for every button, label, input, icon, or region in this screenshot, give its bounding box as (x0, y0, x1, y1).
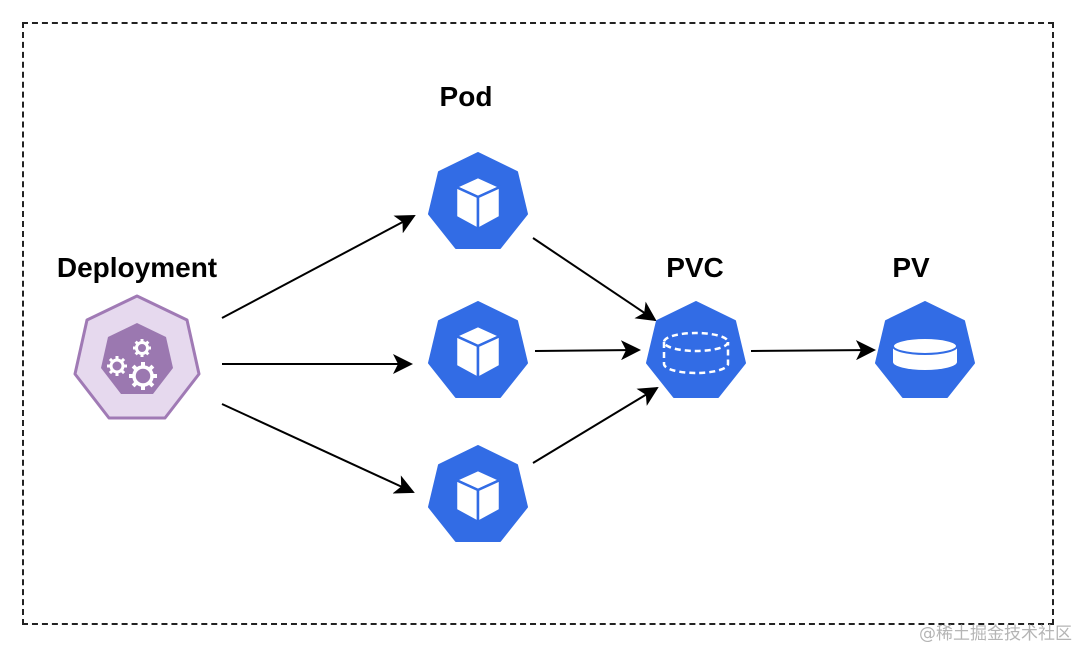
pod-label: Pod (440, 81, 493, 112)
pod-cube-icon (454, 175, 502, 231)
edge-pvc-pv (750, 340, 876, 361)
edge-deployment-pod-1 (221, 215, 416, 319)
edges (221, 215, 876, 494)
pvc-node (646, 301, 746, 398)
watermark: @稀土掘金技术社区 (919, 624, 1072, 644)
pod-cube-icon (454, 324, 502, 380)
pod-node-3 (428, 445, 528, 542)
pv-cylinder-icon (892, 337, 958, 370)
edge-pod-2-pvc (534, 340, 641, 361)
pod-node-1 (428, 152, 528, 249)
pvc-label: PVC (666, 252, 724, 283)
deployment-gears-icon (107, 339, 157, 390)
pod-cube-icon (454, 468, 502, 524)
pod-node-2 (428, 301, 528, 398)
deployment-node (73, 294, 201, 420)
edge-pod-3-pvc (532, 386, 659, 464)
pv-node (875, 301, 975, 398)
edge-deployment-pod-3 (221, 403, 415, 494)
pvc-dashed-cylinder-icon (662, 331, 730, 375)
pvc-heptagon (646, 301, 746, 398)
deployment-label: Deployment (57, 252, 217, 283)
dashed-boundary (22, 22, 1054, 625)
pv-label: PV (892, 252, 930, 283)
edge-pod-1-pvc (532, 237, 657, 322)
